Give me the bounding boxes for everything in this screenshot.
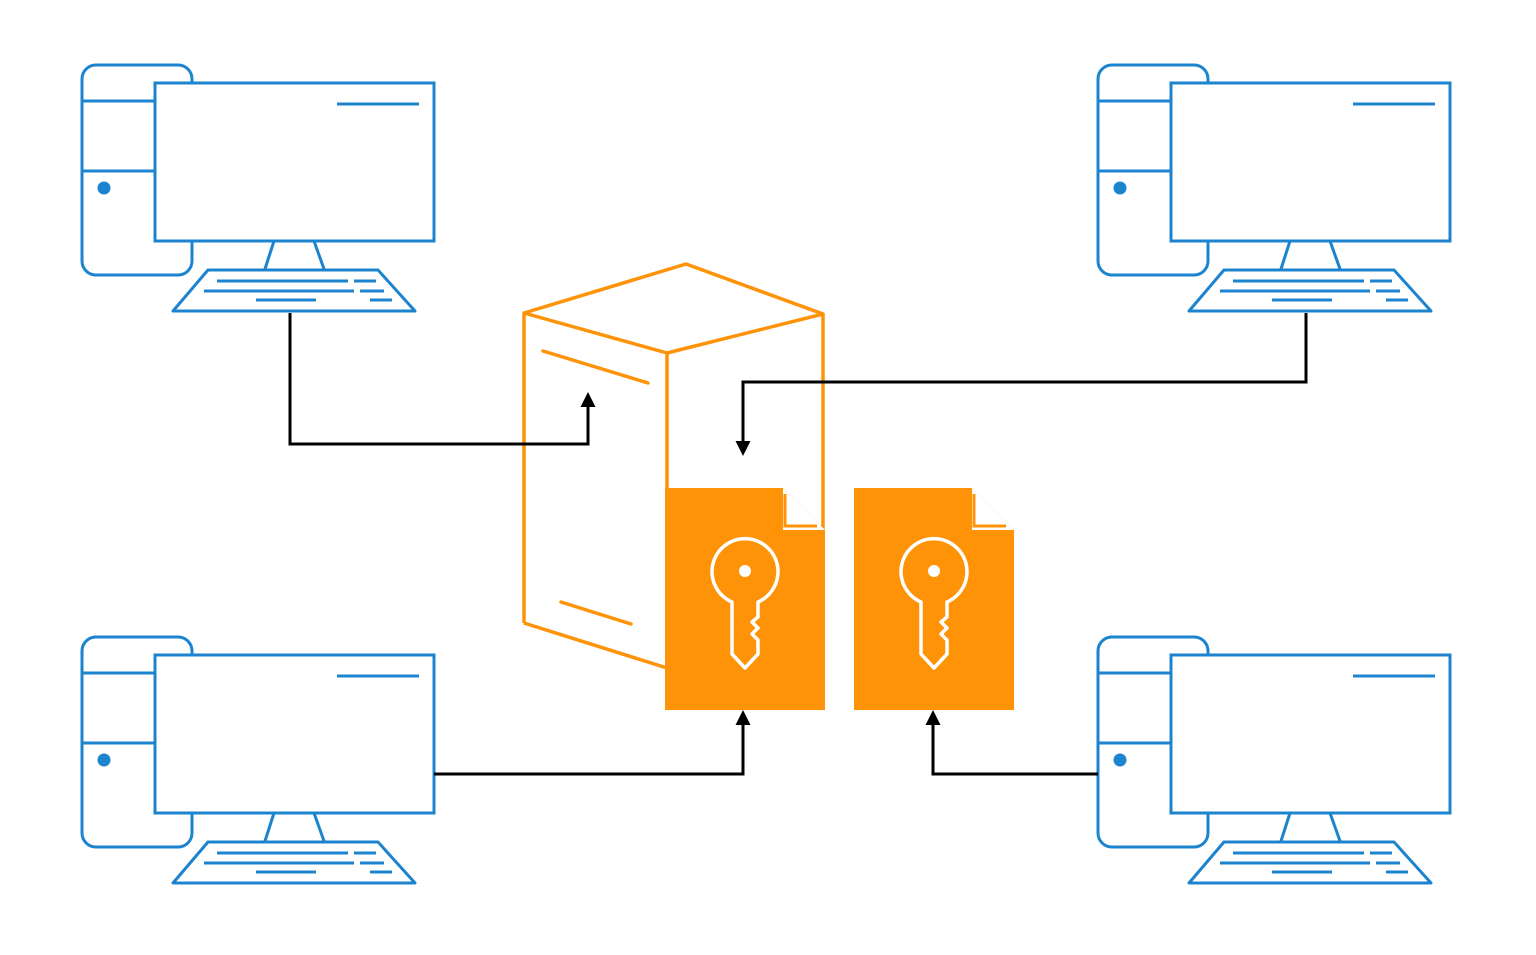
connector-arrow [434,710,751,776]
connector-arrow [735,313,1308,456]
key-icon [852,486,1016,712]
desktop-computer-icon [1096,63,1452,313]
desktop-computer-icon [80,635,436,885]
computer-bottom-right [1096,635,1452,885]
server-tower-icon [522,262,825,670]
connector-arrow [288,313,596,446]
computer-top-right [1096,63,1452,313]
computer-bottom-left [80,635,436,885]
computer-top-left [80,63,436,313]
key-icon [663,486,827,712]
key-file-left [663,486,827,712]
desktop-computer-icon [80,63,436,313]
desktop-computer-icon [1096,635,1452,885]
key-file-right [852,486,1016,712]
connector-arrow [925,710,1098,776]
server-tower [522,262,825,670]
